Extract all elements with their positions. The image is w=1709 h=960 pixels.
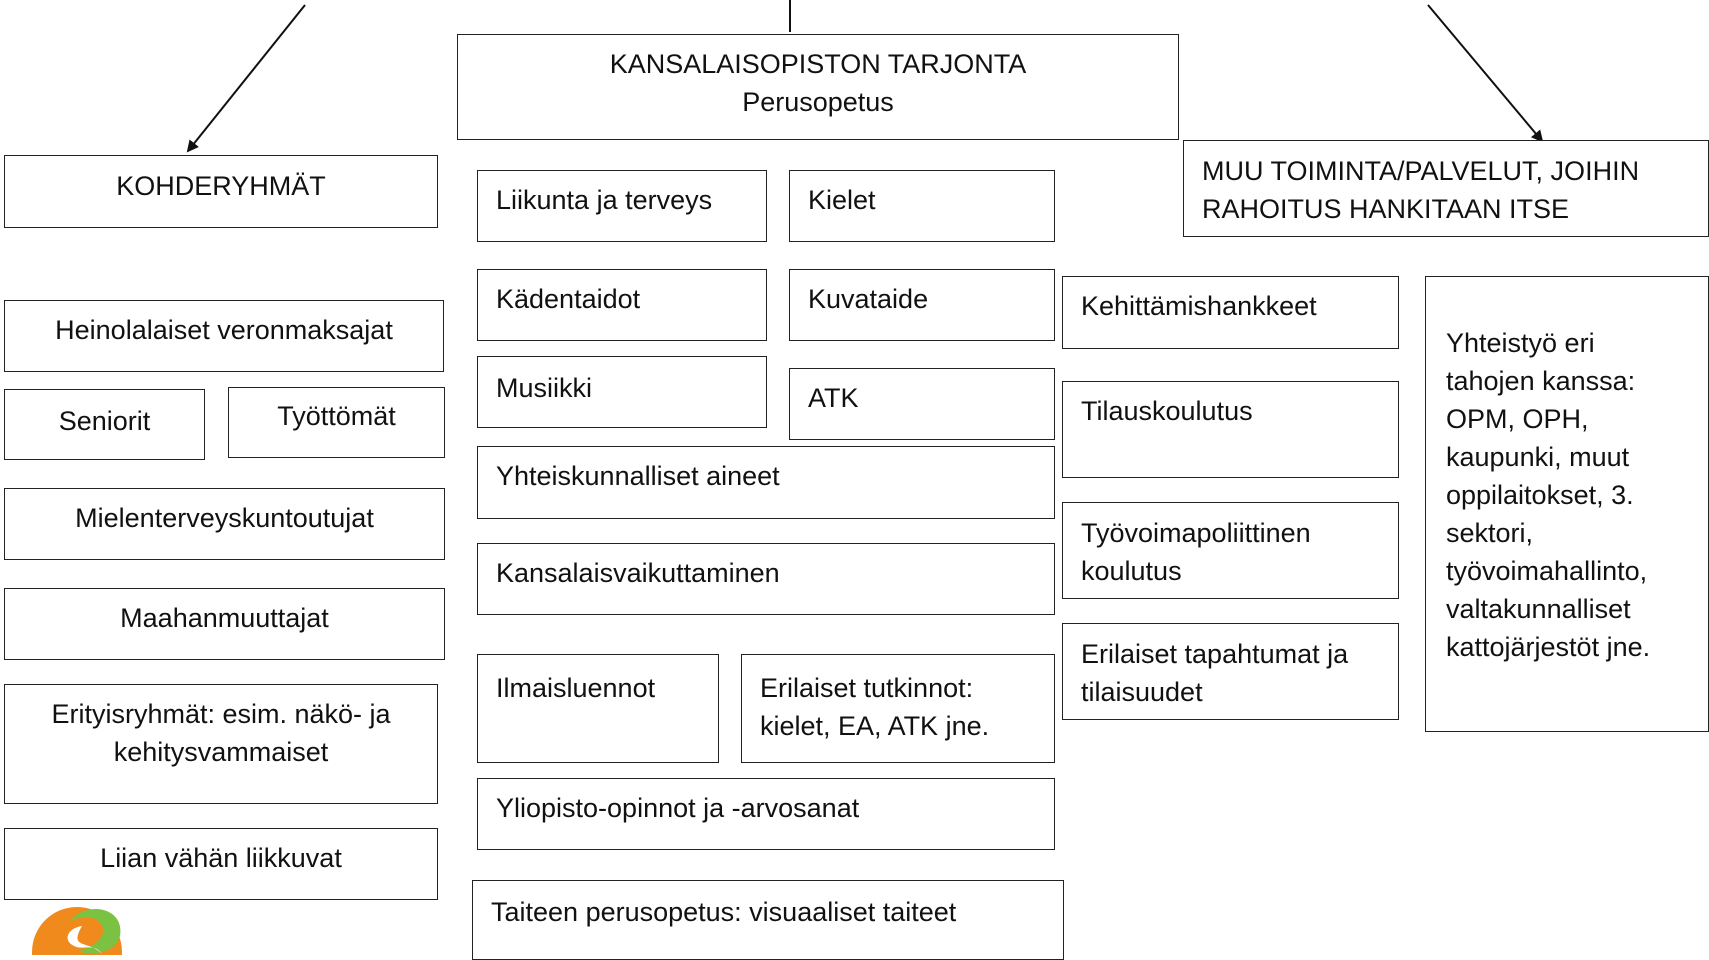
offering-item: Liikunta ja terveys (477, 170, 767, 242)
target-group-item: Työttömät (228, 387, 445, 458)
target-group-item: Heinolalaiset veronmaksajat (4, 300, 444, 372)
offering-item: Taiteen perusopetus: visuaaliset taiteet (472, 880, 1064, 960)
target-group-item: Maahanmuuttajat (4, 588, 445, 660)
offering-item: Kädentaidot (477, 269, 767, 341)
offering-item: Kielet (789, 170, 1055, 242)
offering-item: Yliopisto-opinnot ja -arvosanat (477, 778, 1055, 850)
target-groups-title: KOHDERYHMÄT (4, 155, 438, 228)
target-group-item: Mielenterveyskuntoutujat (4, 488, 445, 560)
offering-item: Erilaiset tutkinnot: kielet, EA, ATK jne… (741, 654, 1055, 763)
arrow-to-target-groups (186, 4, 306, 153)
other-activity-item: Erilaiset tapahtumat ja tilaisuudet (1062, 623, 1399, 720)
offering-item: Kansalaisvaikuttaminen (477, 543, 1055, 615)
offering-item: Kuvataide (789, 269, 1055, 341)
offering-item: Ilmaisluennot (477, 654, 719, 763)
offering-header-box: KANSALAISOPISTON TARJONTA Perusopetus (457, 34, 1179, 140)
other-activity-item: Tilauskoulutus (1062, 381, 1399, 478)
arrow-to-self-funded (1427, 4, 1544, 143)
offering-item: Yhteiskunnalliset aineet (477, 446, 1055, 519)
target-group-item: Erityisryhmät: esim. näkö- ja kehitysvam… (4, 684, 438, 804)
offering-subtitle: Perusopetus (742, 87, 894, 117)
other-activity-item: Kehittämishankkeet (1062, 276, 1399, 349)
self-funded-title: MUU TOIMINTA/PALVELUT, JOIHIN RAHOITUS H… (1183, 140, 1709, 237)
organization-logo-icon (32, 907, 122, 955)
offering-item: ATK (789, 368, 1055, 440)
other-activity-item: Työvoimapoliittinen koulutus (1062, 502, 1399, 599)
offering-item: Musiikki (477, 356, 767, 428)
cooperation-box: Yhteistyö eri tahojen kanssa: OPM, OPH, … (1425, 276, 1709, 732)
target-group-item: Seniorit (4, 389, 205, 460)
target-group-item: Liian vähän liikkuvat (4, 828, 438, 900)
offering-title: KANSALAISOPISTON TARJONTA (609, 49, 1027, 79)
